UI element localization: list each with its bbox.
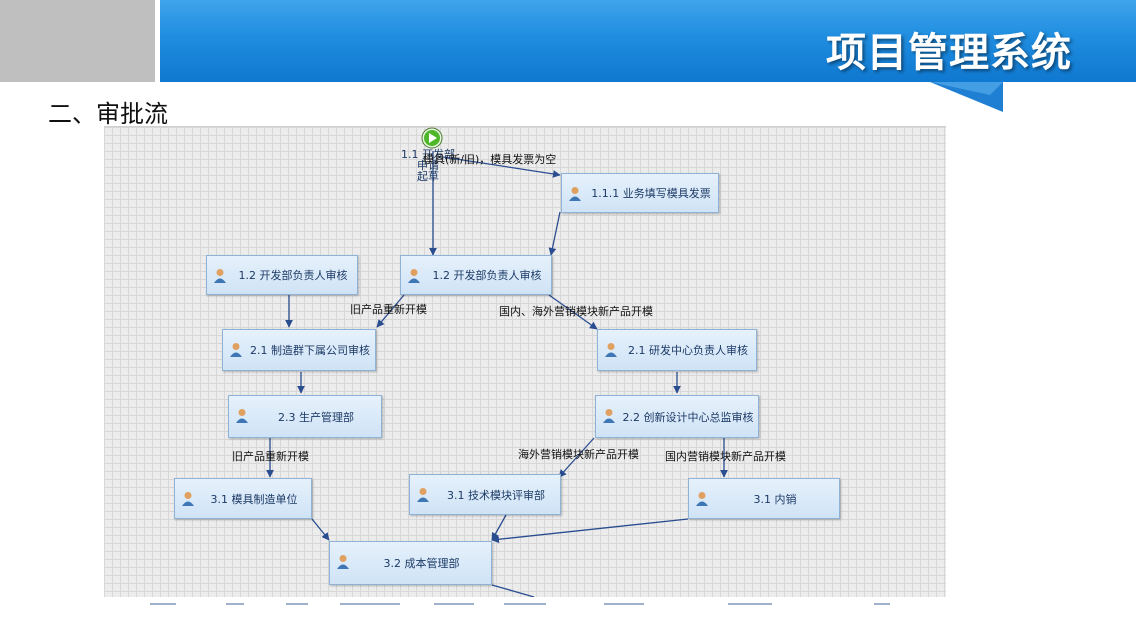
- workflow-edges: [266, 151, 728, 597]
- edge-1-1-1-to-1-2: [548, 211, 561, 256]
- node-1-1-1[interactable]: 1.1.1 业务填写模具发票: [561, 173, 719, 213]
- node-2-2[interactable]: 2.2 创新设计中心总监审核: [595, 395, 759, 438]
- start-label: 1.1 开发部申请 起草: [401, 148, 455, 183]
- node-1-2-a[interactable]: 1.2 开发部负责人审核: [206, 255, 358, 295]
- start-event-icon[interactable]: [421, 127, 443, 149]
- cropped-edge-strip: [104, 590, 946, 606]
- app-title: 项目管理系统: [826, 30, 1072, 76]
- user-icon: [214, 269, 226, 283]
- header-banner: 项目管理系统: [0, 0, 1136, 112]
- workflow-diagram: 1.1 开发部申请 起草 模具(新/旧)，模具发票为空 1.1.1 业务填写模具…: [104, 126, 946, 597]
- edge-3-1a-to-3-2: [311, 518, 330, 541]
- node-3-1-a[interactable]: 3.1 模具制造单位: [174, 478, 312, 519]
- node-label: 3.1 内销: [753, 492, 797, 506]
- section-title: 二、审批流: [48, 100, 168, 128]
- node-label: 3.1 技术模块评审部: [447, 488, 545, 502]
- node-1-2-b[interactable]: 1.2 开发部负责人审核: [400, 255, 552, 295]
- edge-3-1b-to-3-2: [491, 514, 507, 541]
- user-icon: [569, 187, 581, 201]
- node-2-1-b[interactable]: 2.1 研发中心负责人审核: [597, 329, 757, 371]
- user-icon: [696, 492, 708, 506]
- node-label: 3.2 成本管理部: [383, 557, 460, 570]
- edge-2-2-to-3-1b: [558, 437, 595, 478]
- edge-label-old-mold: 旧产品重新开模: [232, 450, 309, 463]
- edge-label-start-branch: 模具(新/旧)，模具发票为空: [423, 153, 557, 166]
- edge-label-old-mold: 旧产品重新开模: [350, 303, 427, 316]
- user-icon: [408, 269, 420, 283]
- user-icon: [605, 343, 617, 357]
- user-icon: [417, 488, 429, 502]
- user-icon: [230, 343, 242, 357]
- node-2-1-a[interactable]: 2.1 制造群下属公司审核: [222, 329, 376, 371]
- user-icon: [182, 492, 194, 506]
- node-3-1-b[interactable]: 3.1 技术模块评审部: [409, 474, 561, 515]
- node-label: 2.1 制造群下属公司审核: [250, 344, 370, 357]
- user-icon: [603, 409, 615, 423]
- node-2-3[interactable]: 2.3 生产管理部: [228, 395, 382, 438]
- node-label: 3.1 模具制造单位: [210, 492, 298, 506]
- user-icon: [337, 555, 349, 569]
- edge-label-overseas: 海外营销模块新产品开模: [518, 448, 639, 461]
- edge-label-domestic: 国内营销模块新产品开模: [665, 450, 786, 463]
- user-icon: [236, 409, 248, 423]
- edge-label-domestic-overseas: 国内、海外营销模块新产品开模: [499, 305, 653, 318]
- node-label: 2.1 研发中心负责人审核: [628, 344, 748, 357]
- node-label: 1.2 开发部负责人审核: [238, 269, 348, 282]
- header-grey-block: [0, 0, 155, 82]
- cropped-edge-marks: [150, 603, 890, 605]
- node-3-1-c[interactable]: 3.1 内销: [688, 478, 840, 519]
- edge-1-2b-to-2-1b: [548, 294, 598, 330]
- node-label: 2.3 生产管理部: [278, 410, 354, 424]
- node-label: 2.2 创新设计中心总监审核: [622, 410, 754, 424]
- node-label: 1.2 开发部负责人审核: [432, 269, 542, 282]
- header-blue-band: [160, 0, 1136, 82]
- node-label: 1.1.1 业务填写模具发票: [591, 187, 711, 200]
- edge-start-to-1-1-1: [442, 156, 561, 178]
- edge-3-1c-to-3-2: [491, 518, 689, 544]
- header-swoosh: [930, 82, 1003, 112]
- edge-3-2-out: [491, 584, 535, 597]
- node-3-2[interactable]: 3.2 成本管理部: [329, 541, 492, 585]
- edge-1-2b-to-2-1a: [376, 294, 405, 328]
